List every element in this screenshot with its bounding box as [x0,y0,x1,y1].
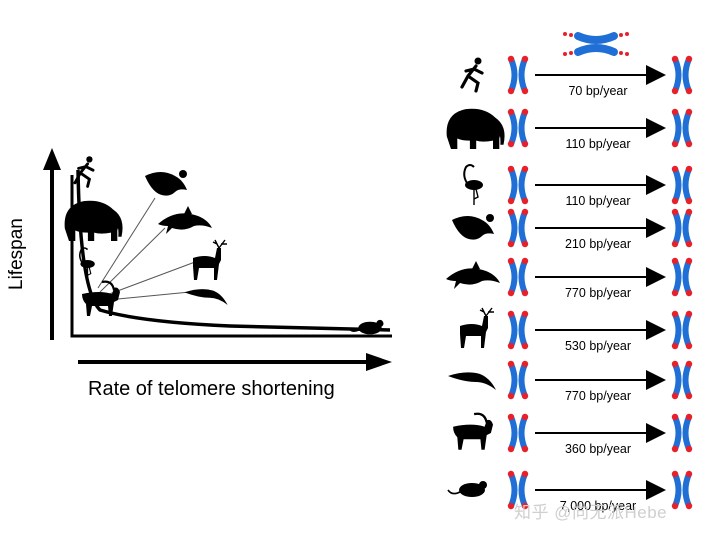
telomere-row: 210 bp/year [452,209,692,251]
chromosome-icon [508,361,528,399]
chromosome-icon [508,56,528,94]
telomere-row: 7,000 bp/year [447,471,692,513]
rate-label: 110 bp/year [565,137,630,151]
vulture-icon [452,214,494,240]
chromosome-icon [508,311,528,349]
runner-icon [460,55,484,93]
rate-label: 7,000 bp/year [560,499,636,513]
dolphin-icon [158,206,212,234]
x-axis-label: Rate of telomere shortening [88,378,335,400]
lifespan-graph [43,148,392,371]
shortened-chromosome-icon [672,471,692,509]
shortened-chromosome-icon [672,311,692,349]
shortened-chromosome-icon [672,209,692,247]
rate-label: 770 bp/year [565,286,631,300]
telomere-row: 110 bp/year [446,108,693,151]
watermark: 知乎 @向无派Hebe [514,503,668,522]
telomere-row: 110 bp/year [463,164,692,208]
dolphin-icon [446,261,500,289]
flying-bird-icon [448,372,496,390]
shortened-chromosome-icon [672,166,692,204]
flamingo-icon [463,164,484,206]
reindeer-icon [192,239,228,281]
rate-label: 530 bp/year [565,339,631,353]
chromosome-icon [508,166,528,204]
elephant-icon [64,200,123,241]
reindeer-icon [459,307,495,349]
y-axis-label: Lifespan [6,218,27,290]
rate-label: 70 bp/year [568,84,627,98]
telomere-rows: 70 bp/year 110 bp/year 110 bp/year 210 bp/y… [446,56,692,513]
chromosome-icon [508,414,528,452]
shortened-chromosome-icon [672,361,692,399]
lifespan-curve [76,169,391,332]
telomere-row: 530 bp/year [459,307,692,353]
shortened-chromosome-icon [672,56,692,94]
elephant-icon [446,108,505,149]
telomere-row: 770 bp/year [448,361,692,403]
rate-label: 210 bp/year [565,237,631,251]
flying-bird-icon [184,289,228,305]
shortened-chromosome-icon [672,258,692,296]
chromosome-icon [508,209,528,247]
telomere-row: 70 bp/year [460,55,692,98]
mouse-icon [347,319,385,336]
telomere-row: 360 bp/year [451,412,692,456]
telomere-row: 770 bp/year [446,258,692,300]
chromosome-icon [508,258,528,296]
shortened-chromosome-icon [672,414,692,452]
graph-frame [70,175,392,338]
rate-label: 110 bp/year [565,194,630,208]
vulture-icon [145,170,187,196]
rate-label: 360 bp/year [565,442,631,456]
goat-icon [451,412,495,451]
telomere-chromosome-icon [563,32,629,56]
mouse-icon [447,480,488,498]
chromosome-icon [508,109,528,147]
rate-label: 770 bp/year [565,389,631,403]
shortened-chromosome-icon [672,109,692,147]
